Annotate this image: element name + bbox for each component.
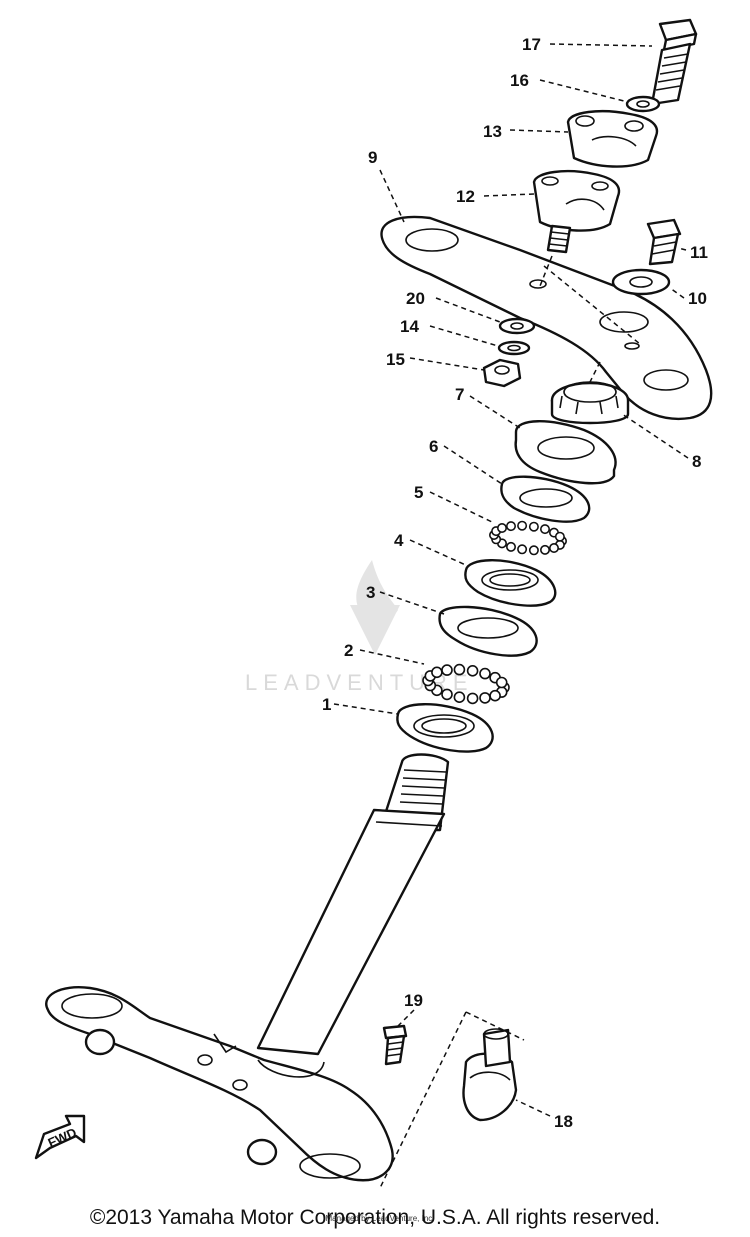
callout-16: 16	[510, 71, 529, 90]
bearing-ball	[453, 691, 466, 704]
part-3-bearing-race[interactable]	[438, 605, 538, 657]
callout-12: 12	[456, 187, 475, 206]
part-4-bearing-race[interactable]	[464, 559, 557, 607]
part-1-seal[interactable]	[396, 703, 494, 753]
bearing-ball	[479, 667, 491, 680]
bearing-ball	[548, 542, 559, 553]
bearing-ball	[496, 522, 507, 533]
bearing-ball	[453, 663, 466, 676]
callout-7: 7	[455, 385, 464, 404]
callout-3: 3	[366, 583, 375, 602]
callout-11: 11	[690, 243, 708, 262]
bearing-ball	[517, 520, 528, 531]
part-8-ring-nut[interactable]	[550, 381, 630, 425]
part-13-upper-holder[interactable]	[566, 109, 659, 168]
callout-13: 13	[483, 122, 502, 141]
copyright-text: ©2013 Yamaha Motor Corporation, U.S.A. A…	[89, 1206, 661, 1229]
bearing-ball	[505, 541, 516, 552]
part-16-washer[interactable]	[625, 95, 661, 113]
part-2-ball-bearings[interactable]	[422, 663, 510, 705]
credit-text: Managed by LeadVenture, Inc.	[325, 1214, 435, 1223]
part-under-bracket[interactable]	[45, 986, 394, 1182]
callout-2: 2	[344, 641, 353, 660]
bearing-ball	[441, 688, 453, 701]
bearing-ball	[539, 544, 550, 555]
fwd-arrow-icon: FWD	[34, 1114, 86, 1160]
callout-10: 10	[688, 289, 707, 308]
bearing-ball	[554, 531, 565, 542]
bearing-ball	[441, 664, 453, 676]
callout-4: 4	[394, 531, 404, 550]
bearing-ball	[528, 545, 539, 556]
bearing-ball	[466, 692, 479, 705]
watermark-logo-icon	[350, 560, 400, 655]
callout-8: 8	[692, 452, 701, 471]
part-20-washer[interactable]	[498, 317, 536, 335]
part-18-bracket-line	[379, 1011, 525, 1189]
bearing-ball	[495, 676, 508, 689]
part-12-lower-holder[interactable]	[532, 169, 621, 254]
callout-15: 15	[386, 350, 405, 369]
part-15-nut[interactable]	[482, 358, 522, 388]
bearing-ball	[479, 692, 491, 704]
callout-6: 6	[429, 437, 438, 456]
bearing-ball	[431, 666, 443, 679]
bearing-ball	[489, 689, 501, 702]
callout-17: 17	[522, 35, 541, 54]
bearing-ball	[517, 544, 528, 555]
part-7-cover[interactable]	[514, 420, 617, 485]
part-19-screw[interactable]	[382, 1024, 408, 1066]
callout-1: 1	[322, 695, 331, 714]
part-10-washer[interactable]	[611, 268, 671, 296]
bearing-ball	[539, 524, 550, 535]
bearing-ball	[466, 664, 479, 677]
callout-19: 19	[404, 991, 423, 1010]
callout-5: 5	[414, 483, 423, 502]
part-5-ball-bearings[interactable]	[488, 520, 567, 556]
callout-labels: 17 16 13 12 9 11 10 20 14 15 7 8 6 5 4 3…	[322, 35, 708, 1131]
callout-9: 9	[368, 148, 377, 167]
part-11-bolt[interactable]	[646, 218, 682, 266]
leader-lines	[333, 43, 689, 1117]
callout-20: 20	[406, 289, 425, 308]
bearing-ball	[505, 521, 516, 532]
steering-stem[interactable]	[256, 753, 450, 1056]
part-17-bolt[interactable]	[650, 18, 698, 106]
bearing-ball	[528, 521, 539, 532]
part-14-lock-washer[interactable]	[497, 340, 531, 356]
fwd-label: FWD	[46, 1125, 79, 1151]
part-6-bearing-race[interactable]	[500, 475, 591, 523]
callout-18: 18	[554, 1112, 573, 1131]
part-18-cable-guide[interactable]	[462, 1028, 518, 1122]
callout-14: 14	[400, 317, 419, 336]
